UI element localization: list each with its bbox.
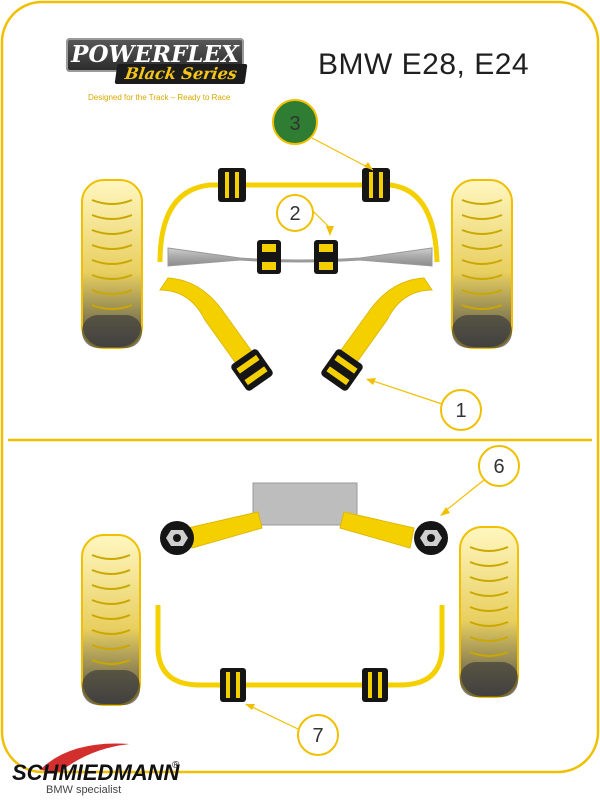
callout-3-label: 3	[289, 113, 300, 135]
powerflex-logo: POWERFLEX Black Series Designed for the …	[66, 38, 250, 102]
rear-arb-bush-right	[362, 668, 388, 702]
rear-arm-bush-left	[160, 521, 194, 555]
callout-2-label: 2	[289, 203, 300, 225]
pointer-1	[369, 379, 443, 405]
front-rod-bush-left	[257, 240, 281, 274]
front-arm-bush-left	[231, 349, 273, 391]
front-right-tyre	[451, 179, 513, 349]
callout-7: 7	[297, 714, 339, 756]
rear-subframe	[252, 482, 358, 526]
brand-subtitle: BMW specialist	[46, 784, 122, 796]
page-title: BMW E28, E24	[318, 48, 530, 81]
logo-sub-text: Black Series	[114, 64, 248, 84]
callout-2: 2	[276, 194, 314, 232]
front-control-arm-left	[159, 277, 259, 363]
front-left-tyre	[81, 179, 143, 349]
schmiedmann-swoosh-icon	[40, 743, 130, 772]
outer-frame	[0, 0, 600, 774]
rear-arm-bush-right	[414, 521, 448, 555]
front-arb-bush-right	[362, 168, 390, 202]
front-arb-bush-left	[218, 168, 246, 202]
brand-name: SCHMIEDMANN	[12, 760, 180, 785]
front-track-rod	[167, 247, 433, 267]
rear-left-tyre	[81, 534, 141, 706]
rear-axle	[81, 479, 519, 731]
front-rod-bush-right	[314, 240, 338, 274]
pointer-7	[249, 705, 301, 731]
pointer-2	[311, 209, 331, 229]
front-control-arm-right	[333, 277, 433, 363]
front-arm-bush-right	[321, 349, 363, 391]
rear-arm-right	[339, 511, 415, 549]
logo-tagline: Designed for the Track – Ready to Race	[88, 93, 231, 102]
rear-arb-bush-left	[220, 668, 246, 702]
callout-6-label: 6	[493, 456, 504, 478]
callout-6: 6	[478, 445, 520, 487]
callout-3: 3	[272, 99, 318, 145]
callout-7-label: 7	[312, 725, 323, 747]
callout-1-label: 1	[455, 400, 466, 422]
front-axle	[81, 137, 513, 405]
rear-arm-left	[187, 511, 263, 549]
rear-right-tyre	[459, 526, 519, 698]
pointer-6	[443, 479, 485, 513]
front-anti-roll-bar	[157, 182, 440, 263]
brand-registered-mark: ®	[172, 760, 180, 771]
pointer-3	[311, 137, 374, 171]
callout-1: 1	[440, 389, 482, 431]
rear-anti-roll-bar	[155, 605, 445, 688]
